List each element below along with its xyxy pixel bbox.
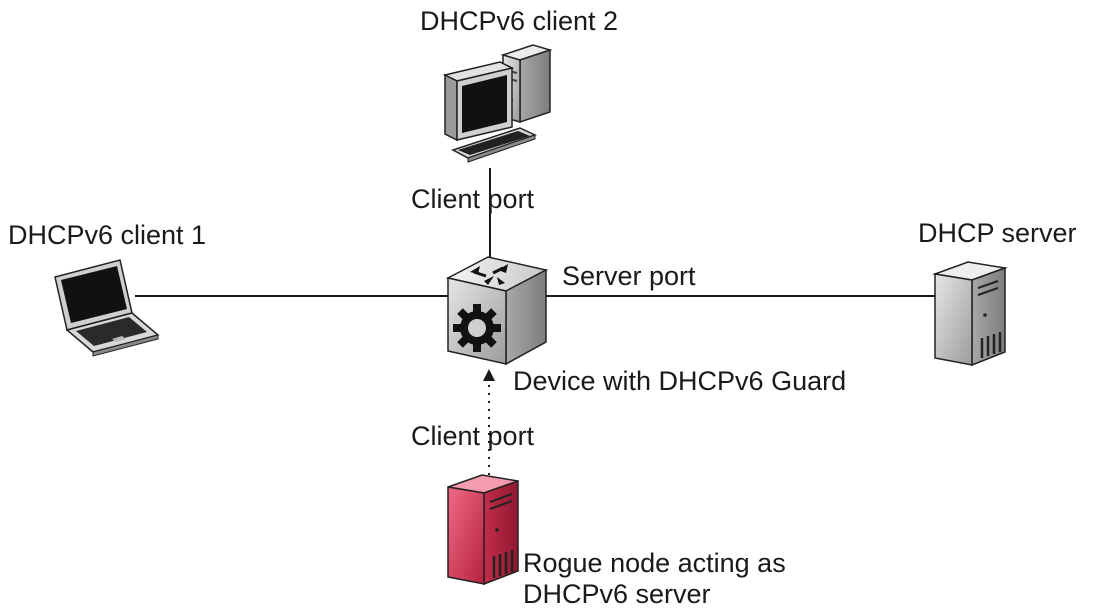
rogue-node-label: Rogue node acting as DHCPv6 server: [523, 548, 786, 609]
client-port-top-label: Client port: [411, 184, 535, 214]
client-port-bottom-label: Client port: [411, 421, 535, 451]
desktop-computer-icon: [442, 44, 553, 163]
dhcp-server-label: DHCP server: [918, 218, 1077, 248]
server-port-label: Server port: [562, 261, 696, 291]
client2-label: DHCPv6 client 2: [420, 6, 619, 36]
server-tower-icon: [932, 261, 1008, 367]
router-switch-icon: [445, 256, 549, 366]
rogue-label-line1: Rogue node acting as: [523, 548, 786, 578]
laptop-icon: [54, 259, 160, 357]
rogue-label-line2: DHCPv6 server: [523, 578, 711, 609]
rogue-server-tower-icon: [447, 474, 519, 586]
arrowhead-icon: [483, 369, 495, 381]
client1-label: DHCPv6 client 1: [8, 220, 207, 250]
device-label: Device with DHCPv6 Guard: [513, 366, 847, 396]
